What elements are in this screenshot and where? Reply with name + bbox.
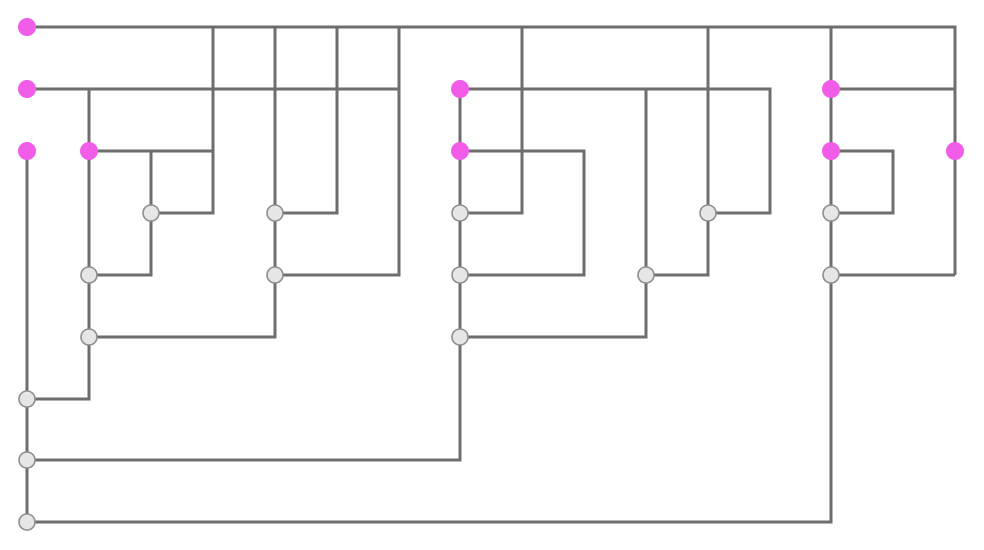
terminal-node-3 (18, 142, 36, 160)
junction-node-1 (142, 204, 160, 222)
wire-18 (460, 89, 648, 339)
junction-node-15 (822, 266, 840, 284)
wire-7 (646, 27, 710, 277)
wire-13 (89, 213, 277, 339)
terminal-node-2 (18, 80, 36, 98)
junction-node-5 (80, 328, 98, 346)
terminal-node-8 (822, 142, 840, 160)
terminal-node-6 (451, 142, 469, 160)
junction-node-12 (699, 204, 717, 222)
junction-node-10 (451, 266, 469, 284)
terminal-node-1 (18, 18, 36, 36)
junction-node-2 (266, 204, 284, 222)
wire-5 (275, 27, 401, 277)
wire-19 (460, 149, 586, 277)
wire-2 (151, 27, 215, 215)
junction-node-4 (266, 266, 284, 284)
terminal-node-5 (451, 80, 469, 98)
wire-6 (460, 27, 524, 215)
junction-node-11 (451, 328, 469, 346)
wire-21 (831, 149, 895, 215)
wire-17 (460, 87, 772, 215)
junction-node-14 (822, 204, 840, 222)
wire-12 (89, 151, 153, 277)
terminal-node-9 (946, 142, 964, 160)
terminal-node-4 (80, 142, 98, 160)
junction-node-8 (18, 513, 36, 531)
edges-layer (25, 25, 957, 524)
junction-node-7 (18, 451, 36, 469)
junction-node-6 (18, 390, 36, 408)
wire-10 (27, 89, 91, 401)
junction-node-3 (80, 266, 98, 284)
terminal-node-7 (822, 80, 840, 98)
junction-node-9 (451, 204, 469, 222)
junction-node-13 (637, 266, 655, 284)
nodes-layer (18, 18, 964, 531)
wire-16 (27, 275, 833, 524)
wire-4 (275, 27, 339, 215)
